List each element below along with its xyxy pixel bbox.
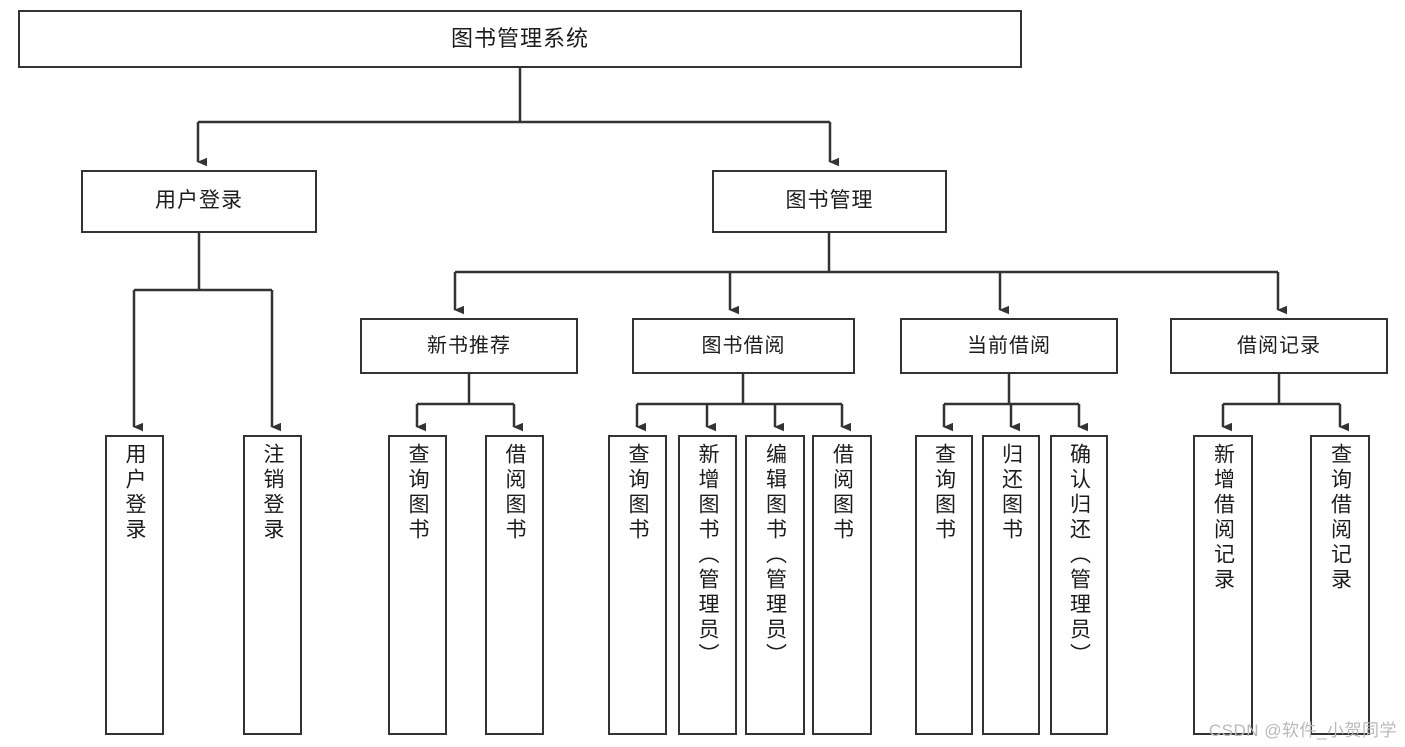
leaf-query-book-borrow[interactable]: 查询图书 [608, 435, 667, 735]
leaf-logout-label: 注销登录 [261, 443, 284, 543]
node-borrow-records-label: 借阅记录 [1237, 334, 1321, 357]
node-book-management[interactable]: 图书管理 [712, 170, 947, 233]
leaf-borrow-book-label: 借阅图书 [830, 443, 854, 543]
leaf-user-login[interactable]: 用户登录 [105, 435, 164, 735]
leaf-add-borrow-record-label: 新增借阅记录 [1211, 443, 1235, 593]
leaf-borrow-book-new-label: 借阅图书 [503, 443, 526, 543]
node-book-borrow-label: 图书借阅 [701, 334, 786, 357]
node-current-borrow-label: 当前借阅 [967, 334, 1051, 357]
leaf-query-book-borrow-label: 查询图书 [626, 443, 649, 543]
node-book-borrow[interactable]: 图书借阅 [632, 318, 855, 374]
leaf-query-book-new[interactable]: 查询图书 [388, 435, 447, 735]
leaf-user-login-label: 用户登录 [123, 443, 146, 543]
leaf-edit-book-admin[interactable]: 编辑图书（管理员） [745, 435, 805, 735]
node-root-label: 图书管理系统 [450, 26, 589, 52]
leaf-edit-book-admin-label: 编辑图书（管理员） [763, 443, 787, 668]
leaf-add-borrow-record[interactable]: 新增借阅记录 [1193, 435, 1253, 735]
node-new-book-recommend[interactable]: 新书推荐 [360, 318, 578, 374]
leaf-confirm-return-admin-label: 确认归还（管理员） [1067, 443, 1091, 668]
node-borrow-records[interactable]: 借阅记录 [1170, 318, 1388, 374]
leaf-add-book-admin-label: 新增图书（管理员） [696, 443, 719, 668]
node-current-borrow[interactable]: 当前借阅 [900, 318, 1118, 374]
node-book-management-label: 图书管理 [785, 189, 874, 213]
leaf-add-book-admin[interactable]: 新增图书（管理员） [678, 435, 737, 735]
leaf-logout[interactable]: 注销登录 [243, 435, 302, 735]
leaf-query-borrow-record[interactable]: 查询借阅记录 [1310, 435, 1370, 735]
leaf-query-borrow-record-label: 查询借阅记录 [1328, 443, 1352, 593]
node-user-login-label: 用户登录 [155, 189, 243, 213]
leaf-query-book-current[interactable]: 查询图书 [915, 435, 973, 735]
node-user-login[interactable]: 用户登录 [81, 170, 317, 233]
node-new-book-recommend-label: 新书推荐 [427, 334, 511, 357]
leaf-query-book-new-label: 查询图书 [406, 443, 429, 543]
node-root[interactable]: 图书管理系统 [18, 10, 1022, 68]
leaf-return-book-label: 归还图书 [999, 443, 1023, 543]
leaf-borrow-book-new[interactable]: 借阅图书 [485, 435, 544, 735]
leaf-query-book-current-label: 查询图书 [932, 443, 956, 543]
leaf-return-book[interactable]: 归还图书 [982, 435, 1040, 735]
leaf-confirm-return-admin[interactable]: 确认归还（管理员） [1050, 435, 1108, 735]
leaf-borrow-book[interactable]: 借阅图书 [812, 435, 872, 735]
